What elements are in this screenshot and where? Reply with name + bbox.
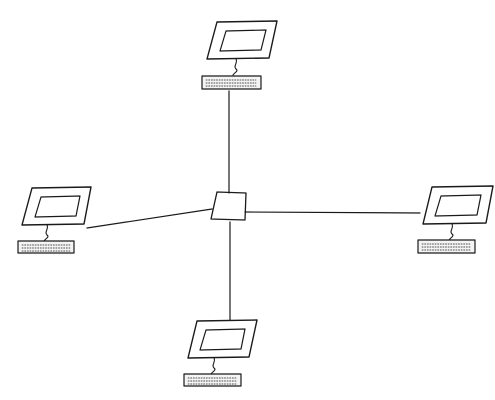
- hub-switch-icon: [210, 191, 247, 221]
- cable-icon: [210, 357, 216, 375]
- workstation-right: [417, 185, 494, 254]
- monitor-icon: [206, 20, 278, 60]
- keyboard-icon: [183, 373, 242, 387]
- cable-icon: [448, 223, 454, 241]
- workstation-bottom: [183, 319, 258, 387]
- workstation-left: [17, 186, 92, 254]
- network-links: [86, 90, 421, 321]
- keyboard-icon: [201, 75, 262, 90]
- monitor-icon: [422, 185, 494, 225]
- workstation-top: [201, 20, 278, 90]
- link-hub-left: [86, 208, 213, 229]
- monitor-icon: [21, 186, 92, 226]
- keyboard-icon: [17, 240, 75, 254]
- cable-icon: [43, 224, 49, 242]
- cable-icon: [232, 58, 238, 76]
- link-hub-right: [244, 211, 421, 214]
- keyboard-icon: [417, 239, 476, 254]
- monitor-icon: [187, 319, 258, 359]
